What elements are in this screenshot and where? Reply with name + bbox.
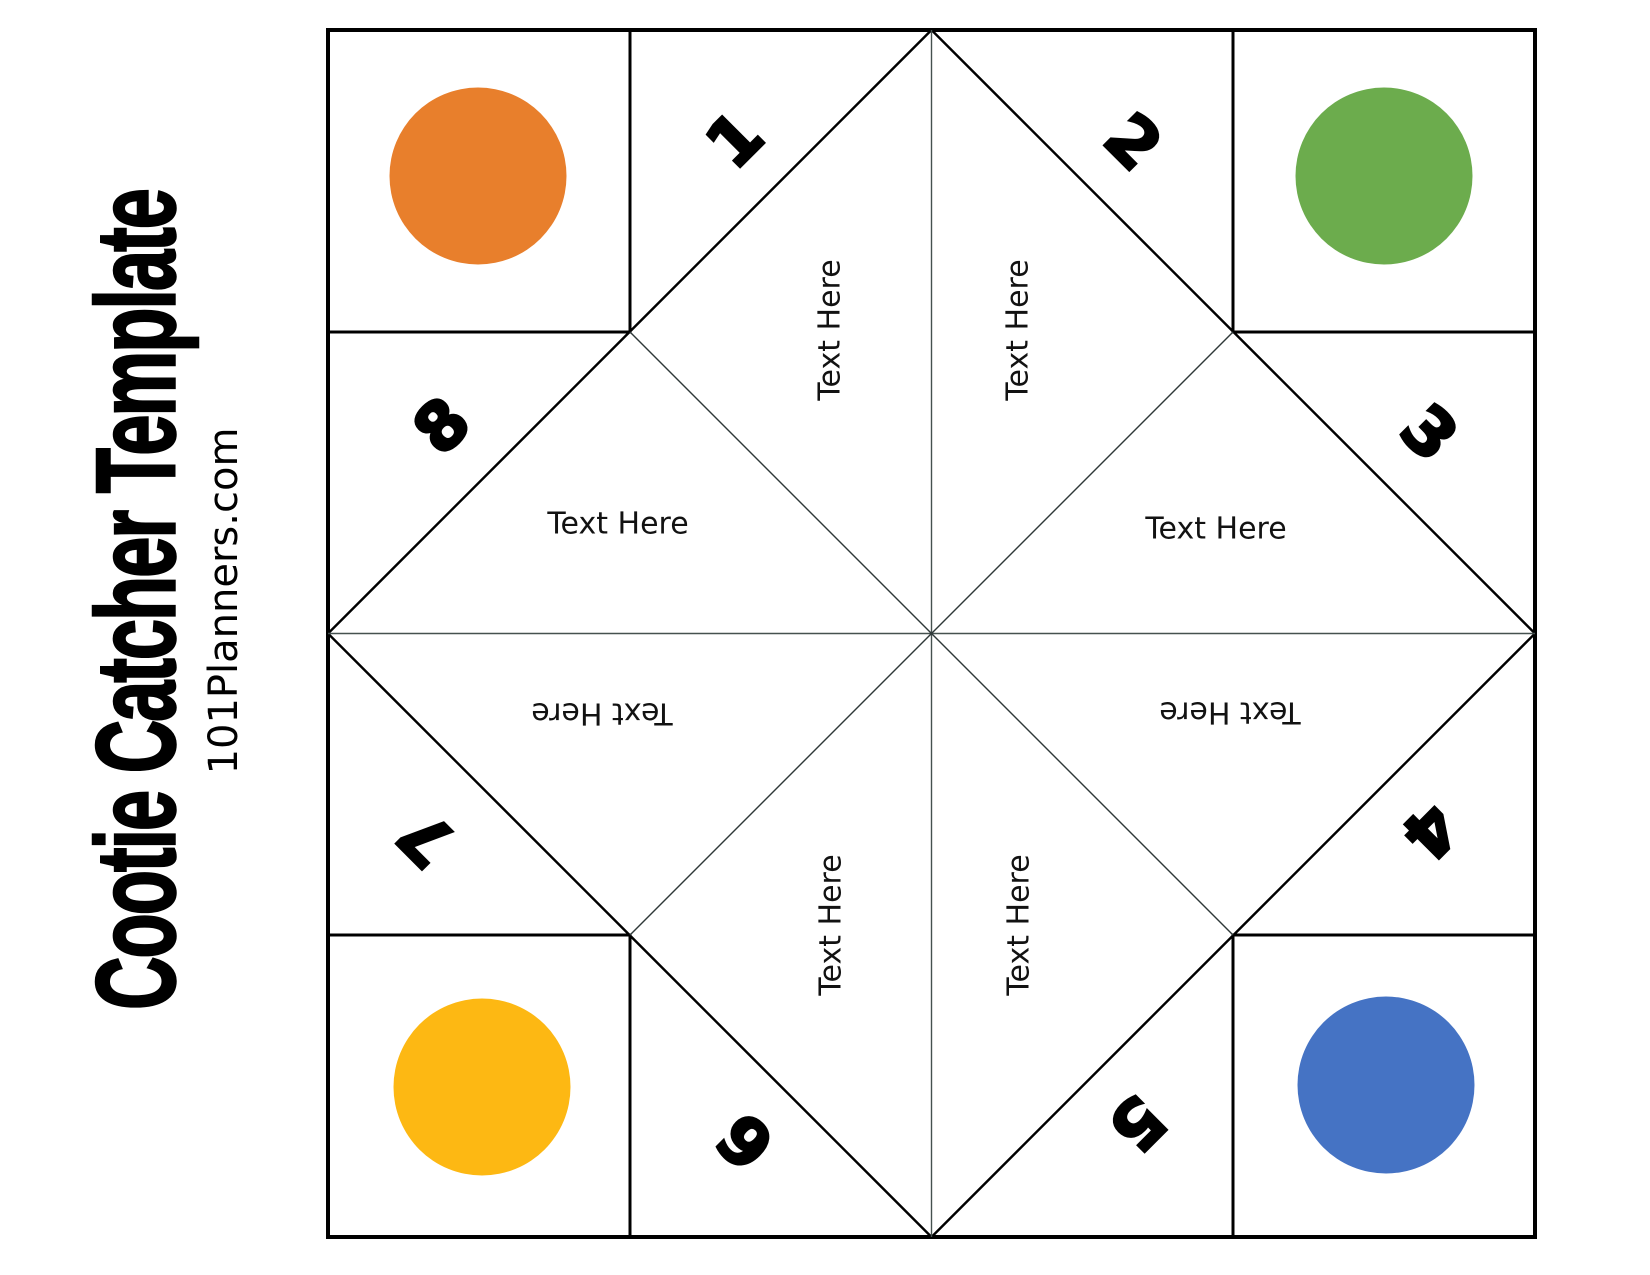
website-credit: 101Planners.com (201, 427, 247, 775)
corner-square-bottom-right (1231, 933, 1537, 1239)
corner-square-top-left (326, 28, 632, 334)
page-title: Cootie Catcher Template (72, 189, 199, 1011)
yellow-circle (393, 998, 571, 1176)
text-here-top-right-vertical: Text Here (1000, 259, 1036, 401)
text-here-right-upside-down: Text Here (1159, 694, 1301, 730)
text-here-bottom-left-vertical: Text Here (813, 854, 849, 996)
green-circle (1295, 87, 1473, 265)
corner-square-bottom-left (326, 933, 632, 1239)
text-here-left-horizontal: Text Here (547, 506, 689, 542)
diagonal-fold-line-ne-sw (629, 331, 1234, 936)
corner-square-top-right (1231, 28, 1537, 334)
blue-circle (1297, 996, 1475, 1174)
text-here-left-upside-down: Text Here (531, 695, 673, 731)
text-here-bottom-right-vertical: Text Here (1001, 854, 1037, 996)
text-here-top-left-vertical: Text Here (812, 259, 848, 401)
text-here-right-horizontal: Text Here (1145, 511, 1287, 547)
orange-circle (389, 87, 567, 265)
